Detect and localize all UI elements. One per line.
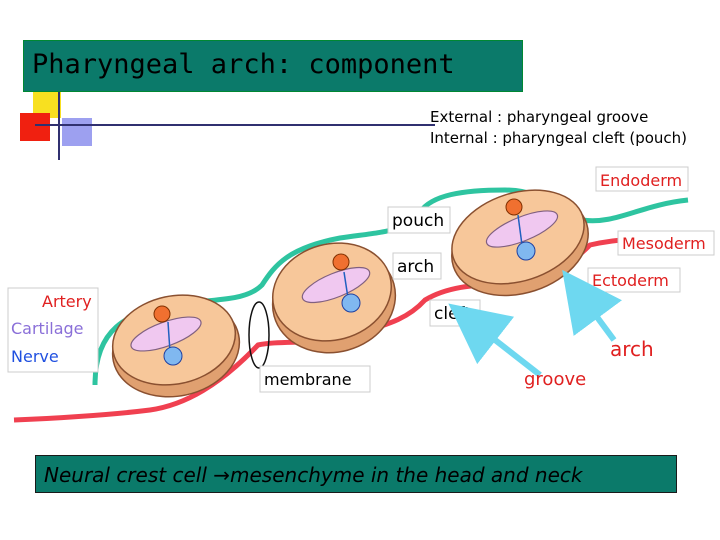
internal-definition: Internal : pharyngeal cleft (pouch)	[430, 129, 688, 147]
artery-3	[505, 198, 523, 216]
cartilage-label: Cartilage	[11, 319, 84, 338]
artery-label: Artery	[42, 292, 92, 311]
footer-banner: Neural crest cell →mesenchyme in the hea…	[35, 455, 677, 493]
cartilage-3	[485, 210, 559, 248]
closing-membrane	[248, 301, 270, 369]
pharyngeal-arch-2	[271, 242, 397, 354]
membrane-label-box	[259, 365, 371, 393]
cartilage-2	[301, 266, 371, 304]
groove-label: groove	[524, 369, 586, 390]
nerve-label: Nerve	[11, 347, 59, 366]
footer-text: Neural crest cell →mesenchyme in the hea…	[44, 463, 582, 487]
nerve-1	[163, 346, 183, 366]
pharyngeal-arch-3	[451, 189, 589, 297]
decor-red-square	[20, 113, 50, 141]
definition-text: External : pharyngeal groove Internal : …	[430, 107, 687, 149]
arch-outer-label: arch	[610, 337, 654, 361]
nerve-3	[516, 241, 536, 261]
page-title: Pharyngeal arch: component	[32, 49, 455, 80]
arch-inner-label-box	[392, 252, 442, 280]
legend-box	[7, 287, 99, 373]
external-definition: External : pharyngeal groove	[430, 108, 649, 126]
arrow-icon: →	[213, 463, 231, 487]
cleft-label: cleft	[434, 304, 471, 324]
artery-2	[332, 253, 350, 271]
nerve-2	[341, 293, 361, 313]
pouch-label: pouch	[392, 211, 444, 231]
groove-pointer-arrow	[448, 303, 542, 378]
mesoderm-label-box	[617, 230, 715, 256]
arch-pointer-arrow	[562, 269, 622, 342]
pouch-label-box	[387, 206, 451, 234]
endoderm-label: Endoderm	[600, 171, 682, 190]
arch-inner-label: arch	[397, 257, 434, 277]
decor-blue-square	[62, 118, 92, 146]
artery-1	[153, 305, 171, 323]
endoderm-label-box	[595, 166, 689, 192]
footer-part1: Neural crest cell	[44, 463, 214, 487]
pharyngeal-arch-1	[111, 294, 241, 398]
ectoderm-label: Ectoderm	[592, 271, 669, 290]
footer-part2: mesenchyme in the head and neck	[230, 463, 583, 487]
membrane-label: membrane	[264, 370, 352, 389]
decor-horizontal-line	[35, 124, 435, 126]
title-banner: Pharyngeal arch: component	[23, 40, 523, 92]
mesoderm-label: Mesoderm	[622, 234, 706, 253]
